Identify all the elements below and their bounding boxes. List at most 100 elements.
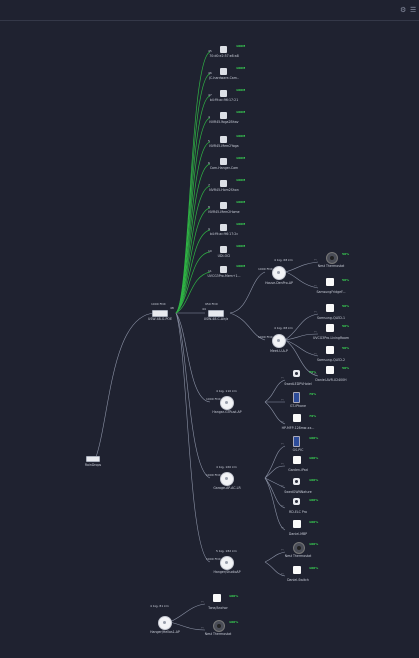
switch-device-icon [208, 310, 224, 317]
device-label: NVR45-Mem2Yoga [209, 144, 239, 148]
speed-badge: 100M [236, 244, 246, 248]
client-device-icon [326, 346, 334, 354]
wifi-icon: ◠ [281, 484, 284, 488]
client-device-icon [326, 324, 334, 332]
client-device-icon [293, 498, 300, 505]
port-label: 6 [208, 161, 210, 165]
port-label: 7 [208, 183, 210, 187]
link-gateway-switch [94, 312, 156, 461]
device-label: b4:f9:ac:96:17:21 [209, 98, 239, 102]
sub-switch-speed: 950 FDX [205, 302, 218, 306]
signal-badge: 100% [309, 498, 319, 502]
sub-switch-port: 44 [202, 307, 206, 311]
main-switch-label: USW-48-G-POE [148, 317, 172, 321]
wifi-icon: ◠ [201, 626, 204, 630]
client-device-icon [213, 620, 225, 632]
client-device-icon [293, 456, 301, 464]
ap-signal: 4 big, 160 km [216, 465, 237, 469]
switch-device-icon [152, 310, 168, 317]
access-point-icon [158, 616, 172, 630]
access-point-icon [220, 396, 234, 410]
speed-badge: 100M [236, 134, 246, 138]
client-label: GS-PIC [292, 448, 304, 452]
client-label: SwedGWNNature [284, 490, 312, 494]
client-label: GT-iPhone [290, 404, 306, 408]
ap-signal: 4 big, 68 km [274, 326, 293, 330]
client-label: Samsung-QLED-1 [316, 316, 346, 320]
wifi-icon: ◠ [314, 352, 317, 356]
device-icon [220, 266, 227, 273]
device-label: UVCG3Pro-Mem+1... [207, 274, 241, 278]
client-label: SwedLEDPVHotel [284, 382, 312, 386]
client-label: Garden-iPad [288, 468, 308, 472]
device-label: Cam-Hanger-Cam [209, 166, 239, 170]
device-icon [220, 158, 227, 165]
signal-badge: 100% [309, 542, 319, 546]
port-label: 8 [208, 205, 210, 209]
wifi-icon: ◠ [281, 420, 284, 424]
speed-badge: 100M [236, 156, 246, 160]
wifi-icon: ◠ [314, 284, 317, 288]
port-label: 10 [208, 249, 212, 253]
client-label: HP-MFP-128mw-xx... [281, 426, 315, 430]
ap-speed: 1000 FDX [258, 335, 273, 339]
speed-badge: 100M [236, 222, 246, 226]
device-label: NVR45-Yoga2Bhav [209, 120, 239, 124]
menu-icon[interactable]: ☰ [410, 6, 417, 14]
client-device-icon [326, 304, 334, 312]
ap-label: Hanger/Hellos1-AP [150, 630, 180, 634]
signal-badge: 100% [309, 456, 319, 460]
device-icon [220, 68, 227, 75]
client-label: UVCG3Pro-LivingRoom [312, 336, 350, 340]
ap-label: Meet-U-A-P [270, 349, 288, 353]
signal-badge: 79% [309, 392, 317, 396]
sub-switch-label: USW-48-C-Air/a [203, 317, 229, 321]
client-label: Daniel-AVR-X2400H [315, 378, 347, 382]
device-icon [220, 180, 227, 187]
ap-label: Garage-AP-AC-LR [213, 486, 241, 490]
ap-label: Hangar-GTRust-AP [212, 410, 242, 414]
client-device-icon [326, 278, 334, 286]
signal-badge: 79% [309, 414, 317, 418]
client-label: Daniel-MBP [288, 532, 308, 536]
signal-badge: 100% [309, 520, 319, 524]
wifi-icon: ◠ [281, 462, 284, 466]
ap-speed: 1000 FDX [206, 557, 221, 561]
wifi-icon: ◠ [314, 310, 317, 314]
wifi-icon: ◠ [314, 372, 317, 376]
wifi-icon: ◠ [281, 504, 284, 508]
client-device-icon [213, 594, 221, 602]
wifi-icon: ◠ [201, 600, 204, 604]
port-label: 9 [208, 227, 210, 231]
client-label: RD-ELC Pro [289, 510, 307, 514]
device-icon [220, 246, 227, 253]
port-label: 11 [208, 269, 212, 273]
port-label: 4 [208, 115, 210, 119]
settings-icon[interactable]: ⚙ [400, 6, 407, 14]
client-device-icon [293, 566, 301, 574]
device-icon [220, 202, 227, 209]
signal-badge: 100% [309, 436, 319, 440]
wifi-icon: ◠ [314, 330, 317, 334]
gateway-device-icon [86, 456, 100, 462]
signal-badge: 50% [342, 324, 350, 328]
wifi-icon: ◠ [281, 398, 284, 402]
client-device-icon [293, 414, 301, 422]
device-label: 70:d0:e2:57:e8:a8 [209, 54, 239, 58]
wifi-icon: ◠ [314, 258, 317, 262]
client-device-icon [326, 252, 338, 264]
ap-signal: 4 big, 68 km [274, 258, 293, 262]
device-icon [220, 136, 227, 143]
access-point-icon [220, 556, 234, 570]
ap-label: Hanger/StudioAP [213, 570, 241, 574]
client-label: Nest Thermostat [204, 632, 232, 636]
signal-badge: 50% [342, 278, 350, 282]
ap-signal: 4 big, 110 km [216, 389, 237, 393]
signal-badge: 50% [342, 346, 350, 350]
port-label: 47 [208, 93, 212, 97]
client-device-icon [293, 478, 300, 485]
ap-speed: 1000 FDX [206, 397, 221, 401]
signal-badge: 50% [342, 304, 350, 308]
speed-badge: 100M [236, 110, 246, 114]
